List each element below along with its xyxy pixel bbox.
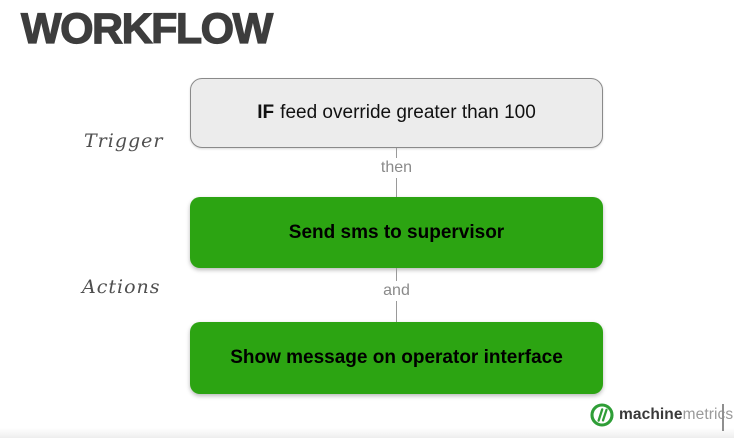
connector-and-label: and bbox=[383, 282, 410, 299]
connector-line-top bbox=[396, 148, 397, 158]
actions-section-label: Actions bbox=[82, 276, 161, 298]
slide-bottom-edge-shadow bbox=[0, 428, 734, 438]
brand-wordmark: machinemetrics bbox=[619, 406, 733, 424]
condition-text: feed override greater than 100 bbox=[280, 102, 536, 123]
footer-separator-line bbox=[722, 404, 724, 431]
action-label: Send sms to supervisor bbox=[288, 221, 505, 243]
action-label: Show message on operator interface bbox=[230, 347, 563, 368]
connector-then: then bbox=[190, 148, 603, 197]
connector-then-label: then bbox=[380, 159, 413, 176]
if-keyword: IF bbox=[257, 102, 275, 123]
connector-line-top bbox=[396, 268, 397, 281]
connector-line-bottom bbox=[396, 178, 397, 197]
action-node-show-message: Show message on operator interface bbox=[190, 322, 603, 394]
action-node-send-sms: Send sms to supervisor bbox=[190, 197, 603, 268]
connector-and: and bbox=[190, 268, 603, 322]
page-title: WORKFLOW bbox=[20, 5, 273, 54]
machinemetrics-logo-icon bbox=[590, 403, 614, 427]
brand-metrics: metrics bbox=[682, 406, 734, 423]
machinemetrics-brand: machinemetrics bbox=[590, 403, 733, 427]
trigger-section-label: Trigger bbox=[84, 130, 164, 152]
brand-machine: machine bbox=[619, 406, 683, 423]
connector-line-bottom bbox=[396, 301, 397, 322]
